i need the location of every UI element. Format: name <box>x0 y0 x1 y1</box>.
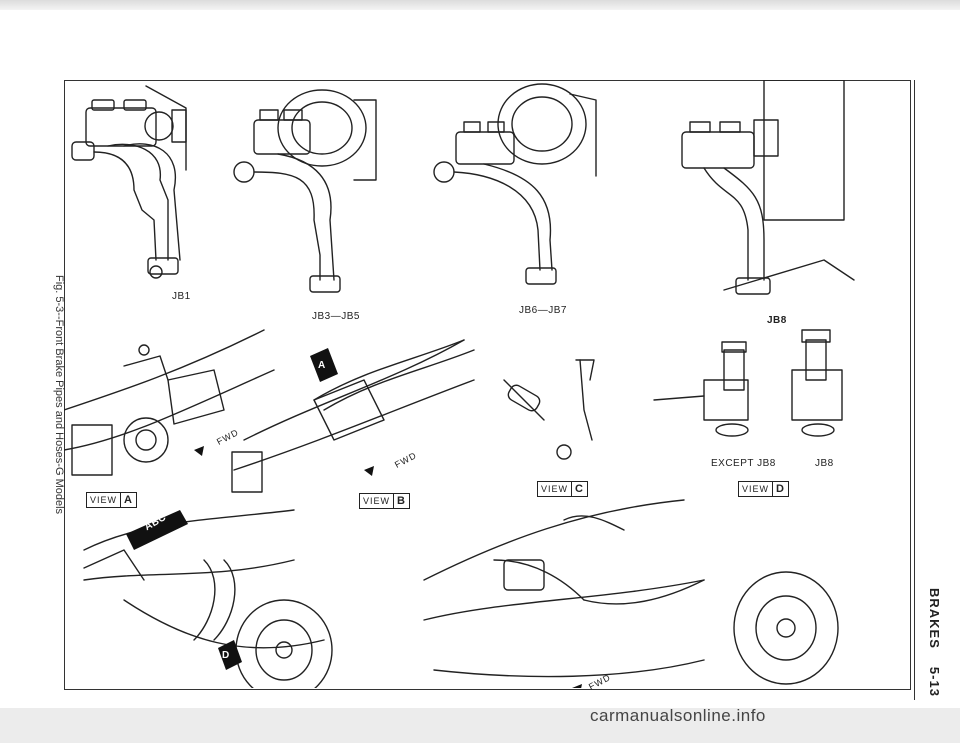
view-d-letter: D <box>772 482 785 496</box>
page-number: 5-13 <box>927 666 942 697</box>
figure-caption: Fig. 5-3--Front Brake Pipes and Hoses-G … <box>53 275 65 515</box>
figure-frame <box>64 80 911 690</box>
label-except-jb8: EXCEPT JB8 <box>711 458 776 469</box>
view-a-word: VIEW <box>90 495 118 505</box>
view-d-drawing <box>653 329 843 437</box>
label-jb6-jb7: JB6—JB7 <box>519 305 567 316</box>
section-header: BRAKES 5-13 <box>924 570 942 700</box>
page-bottom-edge <box>0 708 960 743</box>
view-b-word: VIEW <box>363 496 391 506</box>
fwd-arrow-bottom <box>572 684 582 688</box>
view-a-drawing <box>64 329 275 476</box>
fwd-arrow-a <box>194 446 204 456</box>
label-jb8-detail: JB8 <box>815 458 834 469</box>
jb1-master-cylinder <box>71 85 187 279</box>
callout-d-arrow <box>218 640 242 670</box>
brake-pipes-illustration <box>64 80 855 688</box>
view-d-word: VIEW <box>742 484 770 494</box>
jb6-jb7-booster <box>433 83 597 285</box>
view-b-letter: B <box>393 494 406 508</box>
page-top-edge <box>0 0 960 10</box>
label-jb1: JB1 <box>172 291 191 302</box>
jb8-master-cylinder <box>681 80 855 295</box>
view-b-drawing <box>231 339 475 493</box>
view-c-letter: C <box>571 482 584 496</box>
label-jb3-jb5: JB3—JB5 <box>312 311 360 322</box>
watermark: carmanualsonline.info <box>590 706 766 725</box>
left-suspension-drawing <box>83 509 333 688</box>
callout-a-letter: A <box>318 360 326 371</box>
view-c-drawing <box>503 359 595 460</box>
callout-abc-arrow <box>126 510 188 550</box>
page-divider <box>914 80 915 700</box>
section-title: BRAKES <box>927 588 942 649</box>
fwd-arrow-b <box>364 466 374 476</box>
callout-d-letter: D <box>222 650 230 661</box>
view-a-letter: A <box>120 493 133 507</box>
view-c-word: VIEW <box>541 484 569 494</box>
right-suspension-drawing <box>423 499 839 685</box>
jb3-jb5-booster <box>233 89 377 293</box>
label-jb8-top: JB8 <box>767 315 787 326</box>
callout-a-arrow <box>310 348 338 382</box>
